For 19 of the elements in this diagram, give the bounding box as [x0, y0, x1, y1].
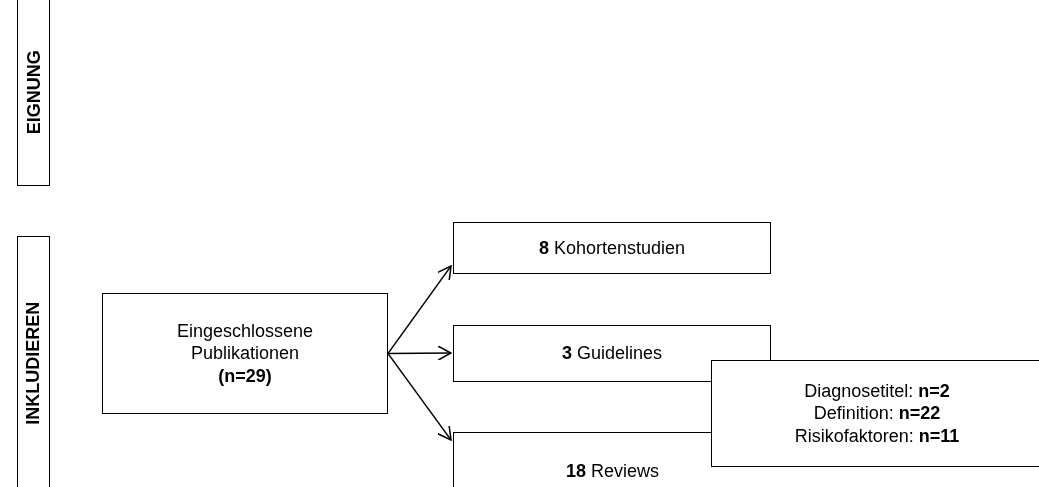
phase-label: INKLUDIEREN — [22, 302, 45, 425]
box-text: Definition: n=22 — [813, 402, 941, 425]
note-box — [711, 360, 1039, 467]
box-text: 8 Kohortenstudien — [538, 236, 686, 260]
process-box — [453, 222, 771, 274]
box-text: Diagnosetitel: n=2 — [804, 379, 950, 403]
box-text: 3 Guidelines — [561, 342, 663, 365]
phase-label: EIGNUNG — [22, 50, 45, 134]
phase-label-box — [17, 236, 50, 487]
arrow — [387, 265, 452, 355]
phase-label-box — [17, 0, 50, 186]
process-box — [102, 293, 388, 414]
arrow — [387, 345, 452, 361]
box-text: Eingeschlossene Publikationen (n=29) — [175, 319, 315, 388]
box-text: Risikofaktoren: n=11 — [794, 424, 960, 448]
process-box — [453, 325, 771, 382]
box-text: 18 Reviews — [565, 459, 660, 483]
process-box — [453, 432, 712, 487]
arrow — [387, 352, 452, 441]
